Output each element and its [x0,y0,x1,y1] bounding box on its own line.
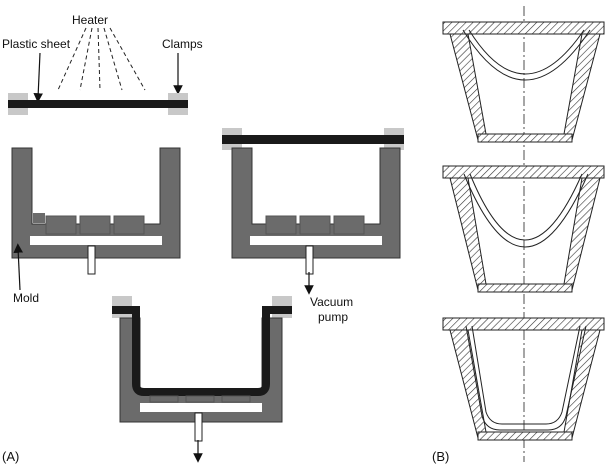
vacuum-channel-3 [140,403,262,412]
mold-1: Mold [11,147,181,305]
cup-1-sheet [462,29,591,81]
cup-3-sheet [465,325,587,431]
vent-blocks [33,213,45,223]
plastic-sheet-arrow [33,52,44,103]
cup-2-wall-right [563,177,601,291]
cavity-blocks-3 [149,395,251,403]
cup-1-flange [442,21,605,35]
cup-section-2 [442,165,605,293]
panel-a: Heater Plastic sheet Clamps [2,13,404,464]
panel-b-label: (B) [432,449,449,464]
mold-arrow [13,243,24,291]
cup-2-flange [442,165,605,179]
cavity-blocks [45,215,145,235]
panel-b: (B) [432,6,605,464]
vacuum-port-3 [194,412,203,442]
cup-2-sheet-inner [469,173,583,241]
plastic-sheet-label: Plastic sheet [2,37,71,51]
cup-3-flange [442,317,605,331]
vacuum-label-line2: pump [318,310,348,324]
vacuum-channel-2 [250,236,382,245]
plastic-sheet [8,100,188,108]
panel-a-label: (A) [2,449,19,464]
cup-3-sheet-inner [471,325,581,425]
cup-section-3 [442,317,605,441]
cup-2-sheet [463,173,589,248]
cup-2-base [477,283,573,293]
step-formed [112,296,292,463]
cup-3-wall-left [449,329,487,439]
cup-2-wall-left [449,177,487,291]
formed-sheet [112,306,292,396]
vacuum-label-line1: Vacuum [310,295,353,309]
plastic-sheet-2 [222,135,404,144]
heater-rays [57,27,146,91]
step-heating: Heater Plastic sheet Clamps [2,13,203,115]
clamps-label: Clamps [162,37,203,51]
vacuum-channel [30,236,162,245]
cup-1-wall-right [563,33,601,141]
cavity-blocks-2 [265,215,365,235]
cup-1-base [477,133,573,143]
mold-label: Mold [13,291,39,305]
vacuum-port-2 [305,245,314,275]
cup-3-base [477,431,573,441]
vacuum-port [87,245,96,275]
step-sealing: Vacuum pump [222,128,404,324]
cup-section-1 [442,21,605,143]
cup-1-sheet-inner [468,29,585,75]
heater-label: Heater [72,13,108,27]
cup-1-wall-left [449,33,487,141]
